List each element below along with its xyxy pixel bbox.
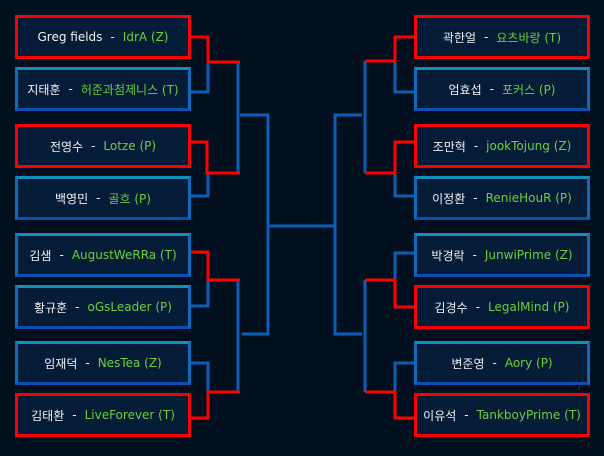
player-name: 황규훈: [34, 300, 68, 315]
separator: -: [68, 82, 73, 96]
separator: -: [59, 248, 64, 262]
player-name: 김경수: [434, 300, 468, 315]
separator: -: [110, 30, 115, 44]
separator: -: [489, 82, 494, 96]
player-id: NesTea (Z): [97, 356, 162, 370]
match-slot-right-6[interactable]: 변준영-Aory (P): [414, 341, 590, 385]
player-id: Aory (P): [504, 356, 553, 370]
separator: -: [464, 408, 469, 422]
match-slot-right-5[interactable]: 김경수-LegalMind (P): [414, 285, 590, 329]
match-slot-left-0[interactable]: Greg fields-IdrA (Z): [15, 15, 191, 59]
match-slot-left-7[interactable]: 김태환-LiveForever (T): [15, 393, 191, 437]
player-name: 엄효섭: [448, 82, 482, 97]
player-name: 박경락: [431, 248, 465, 263]
player-id: LiveForever (T): [84, 408, 175, 422]
player-id: JunwiPrime (Z): [484, 248, 573, 262]
separator: -: [473, 191, 478, 205]
separator: -: [472, 248, 477, 262]
separator: -: [75, 300, 80, 314]
player-name: 이유석: [423, 408, 457, 423]
match-slot-left-2[interactable]: 전영수-Lotze (P): [15, 124, 191, 168]
player-id: TankboyPrime (T): [476, 408, 581, 422]
player-name: 변준영: [451, 356, 485, 371]
match-slot-right-0[interactable]: 곽한얼-요츠바랑 (T): [414, 15, 590, 59]
player-id: Lotze (P): [103, 139, 157, 153]
separator: -: [85, 356, 90, 370]
player-id: LegalMind (P): [487, 300, 570, 314]
match-slot-left-3[interactable]: 백영민-골흐 (P): [15, 176, 191, 220]
player-id: 허준과첨제니스 (T): [80, 82, 179, 97]
player-name: 김샘: [29, 248, 52, 263]
player-id: RenieHouR (P): [485, 191, 572, 205]
player-id: IdrA (Z): [122, 30, 169, 44]
separator: -: [91, 139, 96, 153]
player-name: 전영수: [49, 139, 84, 154]
player-id: 요츠바랑 (T): [496, 30, 562, 45]
player-name: 임재덕: [44, 356, 78, 371]
match-slot-right-1[interactable]: 엄효섭-포커스 (P): [414, 67, 590, 111]
player-name: Greg fields: [37, 30, 103, 44]
separator: -: [72, 408, 77, 422]
player-id: 포커스 (P): [501, 82, 556, 97]
match-slot-left-4[interactable]: 김샘-AugustWeRRa (T): [15, 233, 191, 277]
match-slot-left-1[interactable]: 지태훈-허준과첨제니스 (T): [15, 67, 191, 111]
player-id: oGsLeader (P): [87, 300, 172, 314]
separator: -: [484, 30, 489, 44]
match-slot-right-4[interactable]: 박경락-JunwiPrime (Z): [414, 233, 590, 277]
player-name: 이정환: [432, 191, 466, 206]
match-slot-right-2[interactable]: 조만혁-jookTojung (Z): [414, 124, 590, 168]
player-name: 조만혁: [432, 139, 466, 154]
separator: -: [473, 139, 479, 153]
separator: -: [96, 191, 101, 205]
player-name: 곽한얼: [442, 30, 477, 45]
separator: -: [475, 300, 480, 314]
match-slot-right-7[interactable]: 이유석-TankboyPrime (T): [414, 393, 590, 437]
player-id: jookTojung (Z): [486, 139, 572, 153]
match-slot-right-3[interactable]: 이정환-RenieHouR (P): [414, 176, 590, 220]
player-id: AugustWeRRa (T): [71, 248, 177, 262]
separator: -: [492, 356, 497, 370]
player-name: 백영민: [55, 191, 89, 206]
player-name: 김태환: [31, 408, 65, 423]
match-slot-left-6[interactable]: 임재덕-NesTea (Z): [15, 341, 191, 385]
player-name: 지태훈: [27, 82, 61, 97]
player-id: 골흐 (P): [108, 191, 151, 206]
match-slot-left-5[interactable]: 황규훈-oGsLeader (P): [15, 285, 191, 329]
